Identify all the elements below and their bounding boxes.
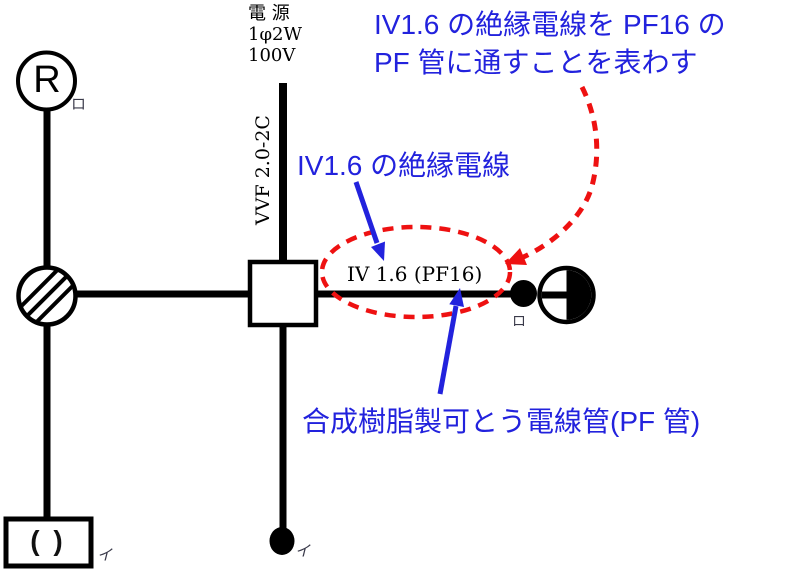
- connection-dot: [510, 280, 537, 307]
- wire-lines: [43, 83, 513, 529]
- blue-arrowhead: [449, 288, 464, 307]
- blue-arrow-pf-tube: [437, 288, 464, 395]
- tag-ro-wall-light: ロ: [512, 313, 526, 329]
- annotation-insulated-wire: IV1.6 の絶縁電線: [297, 150, 511, 181]
- joint-box-symbol: [16, 265, 78, 327]
- lamp-receptacle-letter: R: [33, 59, 61, 101]
- tag-ro-lamp-receptacle: ロ: [71, 96, 87, 113]
- lamp-receptacle-symbol: [16, 50, 77, 112]
- blue-arrow-insulated-wire: [353, 181, 385, 261]
- power-voltage: 100V: [248, 45, 296, 66]
- power-phase: 1φ2W: [248, 24, 303, 45]
- tag-i-ceiling-rose: イ: [97, 547, 113, 564]
- top-note-line1: IV1.6 の絶縁電線を PF16 の: [374, 9, 726, 40]
- pf-tube-highlight-ellipse: [319, 224, 513, 320]
- ceiling-rose-glyph: ( ): [30, 525, 66, 556]
- red-arrowhead: [505, 248, 527, 265]
- ceiling-rose-symbol: [3, 516, 94, 569]
- annotation-pf-tube: 合成樹脂製可とう電線管(PF 管): [302, 406, 701, 437]
- wall-light-symbol: [537, 265, 596, 325]
- power-name: 電 源: [248, 3, 290, 24]
- cable-type-label: VVF 2.0-2C: [252, 115, 274, 225]
- top-note-line2: PF 管に通すことを表わす: [374, 47, 698, 78]
- wire-spec-label: IV 1.6 (PF16): [347, 262, 483, 286]
- switch-dot: [269, 527, 295, 555]
- tag-i-switch: イ: [295, 543, 311, 560]
- annotation-top-note: IV1.6 の絶縁電線を PF16 の PF 管に通すことを表わす: [374, 6, 726, 82]
- blue-arrowhead: [371, 241, 385, 261]
- power-source-label: 電 源 1φ2W 100V: [248, 3, 302, 66]
- red-dashed-arrow: [505, 85, 600, 265]
- pull-box-symbol: [247, 259, 319, 328]
